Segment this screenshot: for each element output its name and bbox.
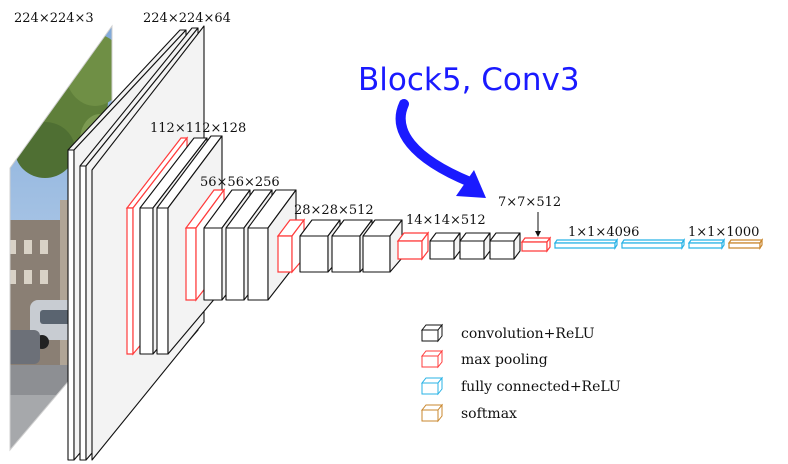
legend-swatch-fc [422, 378, 442, 394]
softmax-dim-label: 1×1×1000 [688, 225, 759, 240]
block4-layers [278, 220, 402, 272]
block5-layers [398, 233, 520, 259]
pool5-layer [522, 212, 550, 251]
legend-item-softmax: softmax [422, 405, 517, 422]
legend-label-fc: fully connected+ReLU [461, 379, 621, 395]
legend-item-fc: fully connected+ReLU [422, 378, 621, 395]
legend-label-pool: max pooling [461, 352, 548, 368]
legend-swatch-conv [422, 325, 442, 341]
legend-label-softmax: softmax [461, 406, 517, 422]
block4-dim-label: 28×28×512 [294, 203, 374, 218]
legend-swatch-pool [422, 351, 442, 367]
legend-item-pool: max pooling [422, 351, 548, 368]
pool5-dim-label: 7×7×512 [498, 195, 561, 210]
block3-dim-label: 56×56×256 [200, 175, 280, 190]
legend-label-conv: convolution+ReLU [461, 326, 595, 342]
input-dim-label: 224×224×3 [14, 11, 94, 26]
legend: convolution+ReLU max pooling fully conne… [422, 325, 621, 422]
block1-dim-label: 224×224×64 [143, 11, 231, 26]
callout-arrow [401, 104, 486, 198]
fc-dim-label: 1×1×4096 [568, 225, 639, 240]
fc-layers [555, 240, 724, 248]
callout-label: Block5, Conv3 [358, 62, 580, 98]
legend-item-conv: convolution+ReLU [422, 325, 595, 342]
block5-dim-label: 14×14×512 [406, 213, 486, 228]
block2-dim-label: 112×112×128 [150, 121, 246, 136]
softmax-layer [729, 240, 762, 248]
legend-swatch-softmax [422, 405, 442, 421]
